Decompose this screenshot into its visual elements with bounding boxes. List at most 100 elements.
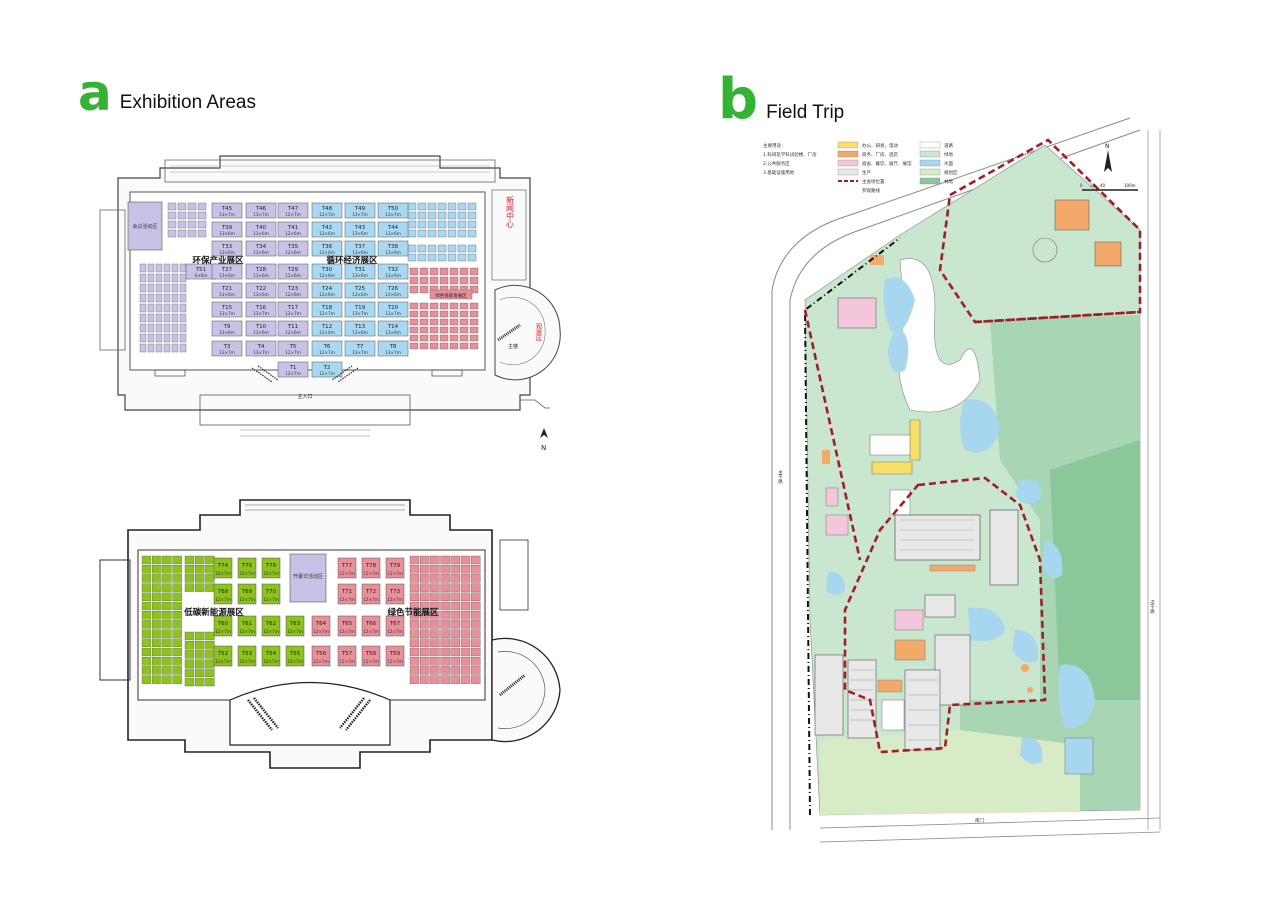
small-booth [139,333,147,343]
small-booth [417,202,427,211]
small-booth [141,675,152,684]
booth-rect [277,202,309,219]
small-booth [469,342,479,350]
small-booth [141,565,152,574]
booth-id: T70 [265,589,277,595]
map-label-south-gate: 南门 [975,817,984,824]
small-booth [171,333,179,343]
booth-id: T27 [221,267,233,273]
booth-rect [211,221,243,238]
small-booth [440,611,450,620]
booth-id: T61 [241,621,252,627]
small-booth [163,343,171,353]
pond-south [1020,737,1043,764]
small-booth [409,666,420,675]
small-booth [162,592,172,601]
small-booth [152,638,162,647]
small-booth [179,313,187,323]
booth-id: T14 [387,324,399,330]
booth-rect [245,340,277,357]
